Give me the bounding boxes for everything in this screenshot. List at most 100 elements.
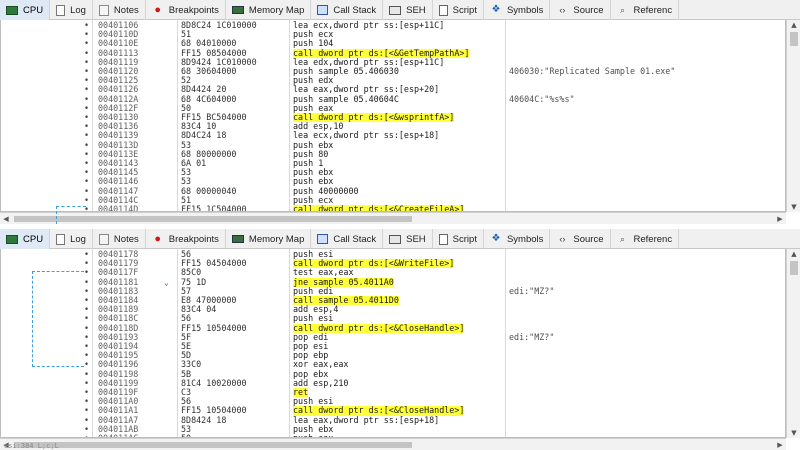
tab-seh[interactable]: SEH bbox=[383, 0, 433, 20]
tab-label: Symbols bbox=[506, 233, 544, 245]
tab-referenc[interactable]: ⌕Referenc bbox=[611, 229, 680, 249]
tab-symbols[interactable]: ❖Symbols bbox=[484, 229, 551, 249]
scroll-up-arrow-icon[interactable]: ▲ bbox=[791, 250, 797, 258]
scroll-left-arrow-icon[interactable]: ◀ bbox=[3, 215, 9, 223]
scroll-left-arrow-icon[interactable]: ◀ bbox=[3, 441, 9, 449]
tab-script[interactable]: Script bbox=[433, 0, 484, 20]
horizontal-scrollbar-top[interactable]: ◀ ▶ bbox=[0, 212, 786, 224]
tab-breakpoints[interactable]: ●Breakpoints bbox=[146, 229, 226, 249]
bytes-cell: 8D9424 1C010000 bbox=[181, 56, 257, 67]
tab-notes[interactable]: Notes bbox=[93, 229, 146, 249]
vertical-scrollbar-bottom[interactable]: ▲ ▼ bbox=[786, 249, 800, 438]
instruction-cell: push ebx bbox=[293, 167, 334, 178]
vertical-scrollbar-top[interactable]: ▲ ▼ bbox=[786, 20, 800, 212]
scroll-down-arrow-icon[interactable]: ▼ bbox=[791, 429, 797, 437]
tab-notes[interactable]: Notes bbox=[93, 0, 146, 20]
instruction-cell: push 80 bbox=[293, 148, 329, 159]
address-cell: 0040112F bbox=[98, 102, 139, 113]
tab-call-stack[interactable]: Call Stack bbox=[311, 229, 384, 249]
horizontal-scrollbar-bottom[interactable]: ◀ ▶ bbox=[0, 438, 786, 450]
column-separator bbox=[505, 249, 506, 437]
tab-source[interactable]: ‹›Source bbox=[550, 0, 611, 20]
tab-cpu[interactable]: CPU bbox=[0, 229, 51, 249]
bytes-cell: FF15 04504000 bbox=[181, 258, 247, 269]
scroll-right-arrow-icon[interactable]: ▶ bbox=[777, 215, 783, 223]
tab-label: Call Stack bbox=[333, 233, 377, 245]
row-bullet: • bbox=[84, 423, 90, 434]
script-icon bbox=[438, 233, 448, 245]
tab-source[interactable]: ‹›Source bbox=[550, 229, 611, 249]
tab-log[interactable]: Log bbox=[50, 0, 93, 20]
scroll-up-arrow-icon[interactable]: ▲ bbox=[791, 21, 797, 29]
scroll-thumb[interactable] bbox=[790, 32, 798, 46]
bytes-cell: 68 04010000 bbox=[181, 38, 237, 49]
tab-referenc[interactable]: ⌕Referenc bbox=[611, 0, 680, 20]
tab-call-stack[interactable]: Call Stack bbox=[311, 0, 384, 20]
tab-cpu[interactable]: CPU bbox=[0, 0, 51, 20]
tab-script[interactable]: Script bbox=[433, 229, 484, 249]
tab-seh[interactable]: SEH bbox=[383, 229, 433, 249]
tab-breakpoints[interactable]: ●Breakpoints bbox=[146, 0, 226, 20]
tab-symbols[interactable]: ❖Symbols bbox=[484, 0, 551, 20]
scroll-right-arrow-icon[interactable]: ▶ bbox=[777, 441, 783, 449]
tab-memory-map[interactable]: Memory Map bbox=[226, 0, 312, 20]
scroll-down-arrow-icon[interactable]: ▼ bbox=[791, 203, 797, 211]
bytes-cell: 68 30604000 bbox=[181, 66, 237, 76]
address-cell: 0040110E bbox=[98, 38, 139, 49]
scroll-thumb[interactable] bbox=[14, 442, 412, 448]
tab-log[interactable]: Log bbox=[50, 229, 93, 249]
scroll-thumb[interactable] bbox=[14, 216, 412, 222]
bytes-cell: 75 1D bbox=[181, 276, 207, 287]
tab-memory-map[interactable]: Memory Map bbox=[226, 229, 312, 249]
scroll-thumb[interactable] bbox=[790, 261, 798, 275]
address-cell: 0040117F bbox=[98, 267, 139, 278]
instruction-cell: lea ecx,dword ptr ss:[esp+11C] bbox=[293, 20, 445, 30]
bytes-cell: E8 47000000 bbox=[181, 295, 237, 305]
